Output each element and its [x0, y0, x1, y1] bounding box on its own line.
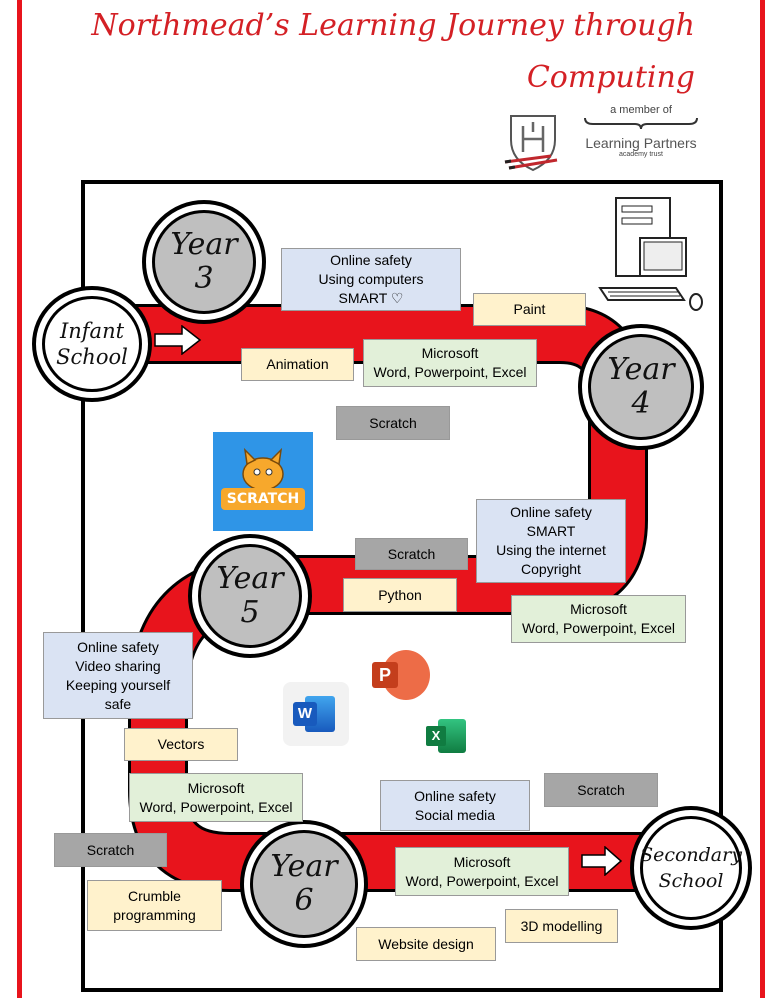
word-icon: W — [293, 702, 317, 726]
crumble-box: Crumble programming — [87, 880, 222, 931]
partner-logo: a member of Learning Partners academy tr… — [576, 104, 706, 158]
year4-microsoft-box: Microsoft Word, Powerpoint, Excel — [511, 595, 686, 643]
scratch-logo: SCRATCH — [213, 432, 313, 531]
brace-icon — [584, 117, 698, 130]
vectors-box: Vectors — [124, 728, 238, 761]
year6-label: Year 6 — [250, 830, 358, 938]
year6-online-safety-box: Online safety Social media — [380, 780, 530, 831]
partner-sub: academy trust — [619, 151, 663, 158]
arrow-right-icon — [154, 325, 202, 355]
journey-frame — [81, 180, 723, 992]
year3-stop: Year 3 — [142, 200, 266, 324]
scratch-cat-icon — [242, 447, 284, 491]
powerpoint-icon: P — [372, 662, 398, 688]
year6-scratch-left-box: Scratch — [54, 833, 167, 867]
arrow-right-icon — [581, 846, 623, 876]
year6-scratch-right-box: Scratch — [544, 773, 658, 807]
infant-school-label: Infant School — [42, 296, 142, 392]
partner-name: Learning Partners — [585, 135, 697, 151]
excel-logo: X — [426, 719, 466, 753]
year4-online-safety-box: Online safety SMART Using the internet C… — [476, 499, 626, 583]
year5-microsoft-box: Microsoft Word, Powerpoint, Excel — [129, 773, 303, 822]
excel-icon: X — [426, 726, 446, 746]
3d-modelling-box: 3D modelling — [505, 909, 618, 943]
right-border — [760, 0, 765, 998]
year5-label: Year 5 — [198, 544, 302, 648]
year5-scratch-box: Scratch — [355, 538, 468, 570]
year4-scratch-box: Scratch — [336, 406, 450, 440]
year4-stop: Year 4 — [578, 324, 704, 450]
year5-stop: Year 5 — [188, 534, 312, 658]
member-of-text: a member of — [610, 104, 672, 116]
word-logo: W — [283, 682, 349, 746]
secondary-school-label: Secondary School — [640, 816, 742, 920]
year5-online-safety-box: Online safety Video sharing Keeping your… — [43, 632, 193, 719]
python-box: Python — [343, 578, 457, 612]
school-crest-icon — [504, 115, 558, 172]
scratch-wordmark: SCRATCH — [221, 488, 305, 510]
year4-label: Year 4 — [588, 334, 694, 440]
left-border — [17, 0, 22, 998]
paint-box: Paint — [473, 293, 586, 326]
year3-online-safety-box: Online safety Using computers SMART ♡ — [281, 248, 461, 311]
year6-stop: Year 6 — [240, 820, 368, 948]
page-title-line1: Northmead’s Learning Journey through — [91, 8, 695, 43]
website-design-box: Website design — [356, 927, 496, 961]
secondary-school-stop: Secondary School — [630, 806, 752, 930]
year6-microsoft-box: Microsoft Word, Powerpoint, Excel — [395, 847, 569, 896]
year3-label: Year 3 — [152, 210, 256, 314]
powerpoint-logo: P — [370, 650, 430, 702]
page-title-line2: Computing — [526, 60, 695, 95]
computer-icon — [598, 197, 703, 311]
year3-microsoft-box: Microsoft Word, Powerpoint, Excel — [363, 339, 537, 387]
animation-box: Animation — [241, 348, 354, 381]
infant-school-stop: Infant School — [32, 286, 152, 402]
